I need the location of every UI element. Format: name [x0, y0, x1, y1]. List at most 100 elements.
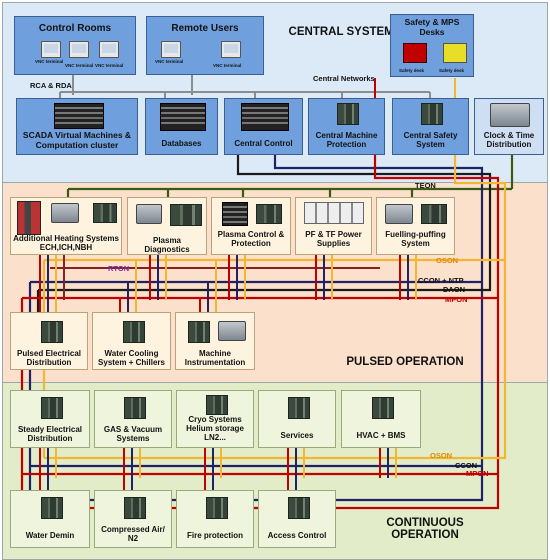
heating-device-icon	[51, 203, 79, 223]
safety-desk-label: Safety desk	[399, 68, 425, 73]
plc-icon	[288, 497, 310, 519]
clock-device-icon	[490, 103, 530, 127]
vnc-terminal-label: VNC terminal	[95, 63, 124, 68]
hvac-bms-box: HVAC + BMS	[341, 390, 421, 448]
steady-electrical-distribution-box: Steady Electrical Distribution	[10, 390, 90, 448]
fuelling-device-icon	[385, 204, 413, 224]
rca-rda-label: RCA & RDA	[30, 81, 72, 90]
databases-label: Databases	[161, 139, 202, 148]
server-rack-icon	[241, 103, 289, 131]
plc-icon	[124, 497, 146, 519]
scada-label: SCADA Virtual Machines & Computation clu…	[22, 130, 132, 150]
yellow-safety-desk-icon	[443, 43, 467, 63]
access-control-label: Access Control	[267, 531, 327, 540]
oson-label-pulsed: OSON	[436, 256, 459, 265]
plasma-control-protection-label: Plasma Control & Protection	[217, 230, 285, 249]
scada-box: SCADA Virtual Machines & Computation clu…	[16, 98, 138, 155]
pulsed-electrical-distribution-box: Pulsed Electrical Distribution	[10, 312, 88, 370]
plc-icon	[93, 203, 117, 223]
plc-icon	[41, 497, 63, 519]
central-machine-protection-box: Central Machine Protection	[308, 98, 385, 155]
plasma-diagnostics-box: Plasma Diagnostics	[127, 197, 207, 255]
power-supply-icon	[304, 202, 364, 224]
remote-users-box: Remote Users VNC terminal VNC terminal	[146, 16, 264, 75]
safety-desk-label: Safety desk	[439, 68, 465, 73]
vnc-terminal-label: VNC terminal	[35, 59, 64, 64]
control-rooms-label: Control Rooms	[38, 23, 112, 34]
plc-icon	[421, 103, 443, 125]
central-machine-protection-label: Central Machine Protection	[315, 131, 378, 150]
gas-vacuum-systems-label: GAS & Vacuum Systems	[103, 425, 163, 444]
mpon-label-pulsed: MPON	[445, 295, 468, 304]
machine-instrumentation-box: Machine Instrumentation	[175, 312, 255, 370]
central-systems-title: CENTRAL SYSTEMS	[288, 26, 402, 38]
server-rack-icon	[160, 103, 206, 131]
pulsed-operation-title: PULSED OPERATION	[346, 356, 464, 368]
compressed-air-label: Compressed Air/ N2	[101, 525, 165, 544]
mpon-label-continuous: MPON	[466, 469, 489, 478]
plc-icon	[123, 321, 145, 343]
additional-heating-box: Additional Heating Systems ECH,ICH,NBH	[10, 197, 122, 255]
machine-instrumentation-label: Machine Instrumentation	[184, 349, 246, 368]
plc-icon	[41, 321, 63, 343]
pf-tf-power-supplies-label: PF & TF Power Supplies	[305, 230, 362, 249]
central-safety-system-box: Central Safety System	[392, 98, 469, 155]
fuelling-puffing-label: Fuelling-puffing System	[385, 230, 446, 249]
plc-icon	[337, 103, 359, 125]
plc-icon	[288, 397, 310, 419]
clock-time-distribution-box: Clock & Time Distribution	[474, 98, 544, 155]
diagnostics-device-icon	[136, 204, 162, 224]
hvac-bms-label: HVAC + BMS	[356, 431, 406, 440]
continuous-operation-title: CONTINUOUS OPERATION	[386, 517, 464, 541]
vnc-terminal-label: VNC terminal	[155, 59, 184, 64]
control-rooms-box: Control Rooms VNC terminal VNC terminal …	[14, 16, 136, 75]
databases-box: Databases	[145, 98, 218, 155]
safety-mps-desks-box: Safety & MPS Desks Safety desk Safety de…	[390, 14, 474, 77]
plc-icon	[372, 397, 394, 419]
cryo-systems-label: Cryo Systems Helium storage LN2...	[186, 415, 244, 443]
gas-vacuum-systems-box: GAS & Vacuum Systems	[94, 390, 172, 448]
water-demin-box: Water Demin	[10, 490, 90, 548]
computer-icon	[161, 41, 181, 58]
computer-icon	[41, 41, 61, 58]
plc-icon	[256, 204, 282, 224]
services-label: Services	[280, 431, 314, 440]
plc-icon	[421, 204, 447, 224]
central-control-label: Central Control	[234, 139, 293, 148]
ccon-label: CCON	[455, 461, 478, 470]
steady-electrical-distribution-label: Steady Electrical Distribution	[17, 425, 83, 444]
computer-icon	[69, 41, 89, 58]
heating-rack-icon	[17, 201, 41, 235]
server-rack-icon	[54, 103, 104, 129]
fuelling-puffing-box: Fuelling-puffing System	[376, 197, 455, 255]
compressed-air-box: Compressed Air/ N2	[94, 490, 172, 548]
fire-protection-label: Fire protection	[186, 531, 243, 540]
water-demin-label: Water Demin	[25, 531, 75, 540]
oson-label-continuous: OSON	[430, 451, 453, 460]
water-cooling-box: Water Cooling System + Chillers	[92, 312, 171, 370]
plasma-diagnostics-label: Plasma Diagnostics	[144, 236, 190, 255]
water-cooling-label: Water Cooling System + Chillers	[98, 349, 165, 368]
pf-tf-power-supplies-box: PF & TF Power Supplies	[295, 197, 372, 255]
safety-mps-desks-label: Safety & MPS Desks	[404, 17, 460, 37]
vnc-terminal-label: VNC terminal	[213, 63, 242, 68]
central-networks-label: Central Networks	[313, 74, 375, 83]
central-safety-system-label: Central Safety System	[403, 131, 458, 150]
computer-icon	[221, 41, 241, 58]
plc-icon	[170, 204, 202, 226]
plc-icon	[41, 397, 63, 419]
plc-icon	[206, 497, 228, 519]
clock-time-distribution-label: Clock & Time Distribution	[483, 131, 535, 150]
computer-icon	[99, 41, 119, 58]
plc-icon	[188, 321, 210, 343]
pulsed-electrical-distribution-label: Pulsed Electrical Distribution	[16, 349, 82, 368]
central-control-box: Central Control	[224, 98, 303, 155]
remote-users-label: Remote Users	[171, 23, 239, 34]
services-box: Services	[258, 390, 336, 448]
cryo-systems-box: Cryo Systems Helium storage LN2...	[176, 390, 254, 448]
access-control-box: Access Control	[258, 490, 336, 548]
plasma-control-protection-box: Plasma Control & Protection	[211, 197, 291, 255]
fire-protection-box: Fire protection	[176, 490, 254, 548]
additional-heating-label: Additional Heating Systems ECH,ICH,NBH	[13, 234, 119, 253]
instrumentation-device-icon	[218, 321, 246, 341]
